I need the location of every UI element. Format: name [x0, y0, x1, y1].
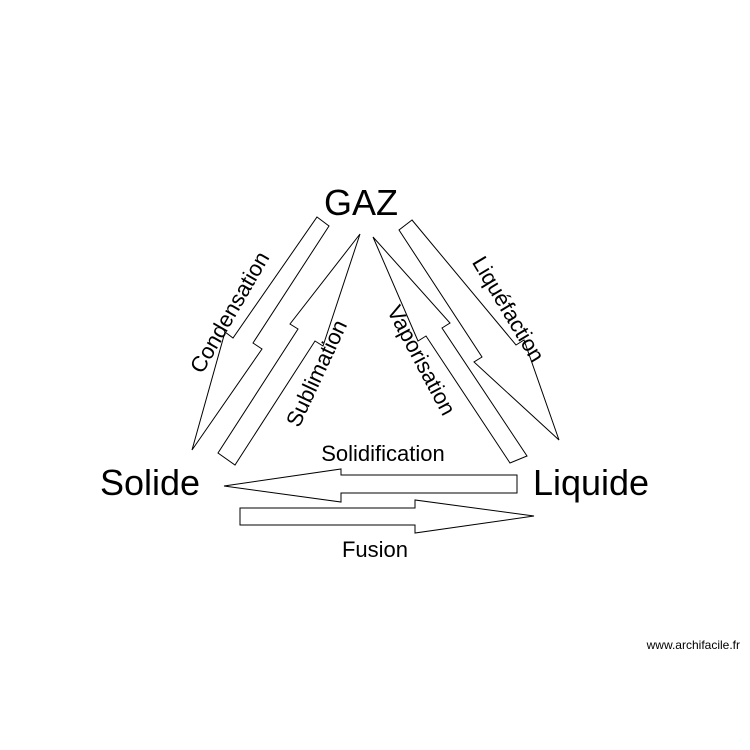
state-solid-label: Solide	[100, 462, 200, 503]
liquefaction-arrow	[398, 219, 560, 441]
solidification-arrow	[223, 468, 518, 503]
state-gas-label: GAZ	[324, 182, 398, 223]
sublimation-arrow	[217, 233, 361, 466]
watermark-text: www.archifacile.fr	[646, 638, 740, 652]
condensation-arrow	[191, 216, 330, 451]
state-liquid-label: Liquide	[533, 462, 649, 503]
vaporisation-arrow	[372, 236, 528, 464]
fusion-arrow	[239, 499, 535, 534]
solidification-label: Solidification	[321, 441, 445, 466]
fusion-label: Fusion	[342, 537, 408, 562]
